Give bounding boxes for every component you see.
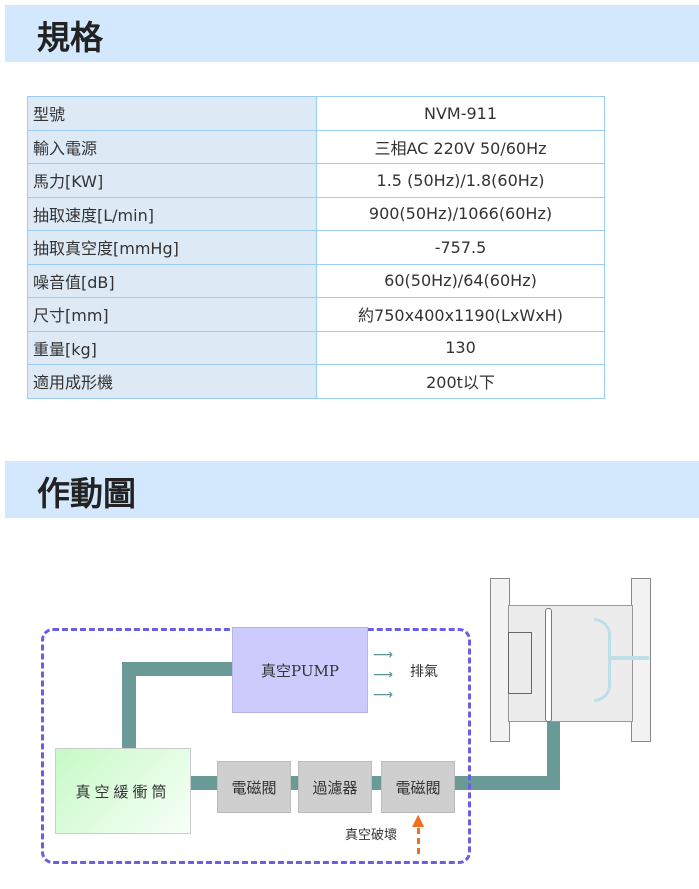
mold-icon (490, 578, 651, 743)
diagram-title: 作動圖 (37, 474, 136, 513)
pipe (122, 662, 234, 676)
spec-label: 噪音值[dB] (27, 263, 317, 298)
spec-row: 輸入電源三相AC 220V 50/60Hz (27, 129, 605, 164)
spec-label: 抽取速度[L/min] (27, 196, 317, 231)
spec-row: 抽取速度[L/min]900(50Hz)/1066(60Hz) (27, 196, 605, 231)
spec-label: 重量[kg] (27, 330, 317, 365)
spec-value: -757.5 (316, 230, 605, 265)
vacuum-break-label: 真空破壞 (345, 828, 398, 843)
pipe (547, 720, 560, 790)
vacuum-buffer-tank: 真空緩衝筒 (55, 748, 191, 834)
specs-title: 規格 (37, 18, 103, 57)
spec-label: 輸入電源 (27, 129, 317, 164)
spec-value: 1.5 (50Hz)/1.8(60Hz) (316, 163, 605, 198)
spec-value: 900(50Hz)/1066(60Hz) (316, 196, 605, 231)
spec-label: 尺寸[mm] (27, 297, 317, 332)
spec-value: 三相AC 220V 50/60Hz (316, 129, 605, 164)
spec-row: 噪音值[dB]60(50Hz)/64(60Hz) (27, 263, 605, 298)
spec-value: 130 (316, 330, 605, 365)
filter: 過濾器 (298, 761, 372, 813)
spec-row: 抽取真空度[mmHg]-757.5 (27, 230, 605, 265)
specs-header: 規格 (5, 5, 699, 62)
spec-row: 重量[kg]130 (27, 330, 605, 365)
pipe (122, 662, 136, 752)
spec-value: 60(50Hz)/64(60Hz) (316, 263, 605, 298)
solenoid-valve-1: 電磁閥 (217, 761, 291, 813)
exhaust-label: 排氣 (410, 664, 438, 680)
spec-label: 適用成形機 (27, 364, 317, 399)
vacuum-break-arrow-icon: ▲ (412, 812, 424, 854)
pump-label: 真空PUMP (261, 661, 339, 680)
spec-value: 200t以下 (316, 364, 605, 399)
diagram-header: 作動圖 (5, 461, 699, 518)
spec-row: 尺寸[mm]約750x400x1190(LxWxH) (27, 297, 605, 332)
solenoid-valve-2: 電磁閥 (381, 761, 455, 813)
valve2-label: 電磁閥 (395, 778, 441, 797)
spec-row: 馬力[KW]1.5 (50Hz)/1.8(60Hz) (27, 163, 605, 198)
spec-label: 抽取真空度[mmHg] (27, 230, 317, 265)
valve1-label: 電磁閥 (231, 778, 277, 797)
spec-label: 型號 (27, 96, 317, 131)
spec-label: 馬力[KW] (27, 163, 317, 198)
vacuum-pump: 真空PUMP (232, 627, 368, 713)
spec-value: 約750x400x1190(LxWxH) (316, 297, 605, 332)
spec-value: NVM-911 (316, 96, 605, 131)
filter-label: 過濾器 (312, 778, 358, 797)
exhaust-arrows-icon: ⟶⟶⟶ (373, 647, 394, 703)
buffer-label: 真空緩衝筒 (75, 782, 171, 801)
